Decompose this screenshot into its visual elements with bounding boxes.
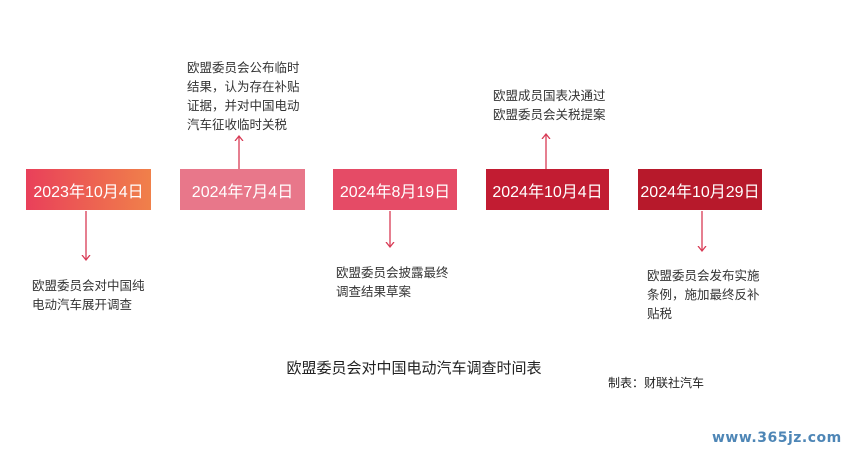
event-note-4: 欧盟成员国表决通过 欧盟委员会关税提案 — [493, 88, 606, 122]
event-note-1: 欧盟委员会对中国纯 电动汽车展开调查 — [32, 278, 145, 312]
diagram-title: 欧盟委员会对中国电动汽车调查时间表 — [286, 359, 542, 377]
watermark: www.365jz.com — [712, 430, 842, 446]
date-box-2023-10-04: 2023年10月4日 — [26, 169, 151, 210]
maker-credit: 制表：财联社汽车 — [608, 376, 705, 390]
date-box-2024-07-04: 2024年7月4日 — [180, 169, 305, 210]
date-box-2024-10-29: 2024年10月29日 — [638, 169, 762, 210]
date-box-2024-08-19: 2024年8月19日 — [333, 169, 457, 210]
event-note-5: 欧盟委员会发布实施 条例，施加最终反补 贴税 — [647, 268, 760, 321]
date-box-2024-10-04: 2024年10月4日 — [486, 169, 609, 210]
event-note-2: 欧盟委员会公布临时 结果，认为存在补贴 证据，并对中国电动 汽车征收临时关税 — [187, 60, 300, 132]
event-note-3: 欧盟委员会披露最终 调查结果草案 — [336, 265, 449, 299]
